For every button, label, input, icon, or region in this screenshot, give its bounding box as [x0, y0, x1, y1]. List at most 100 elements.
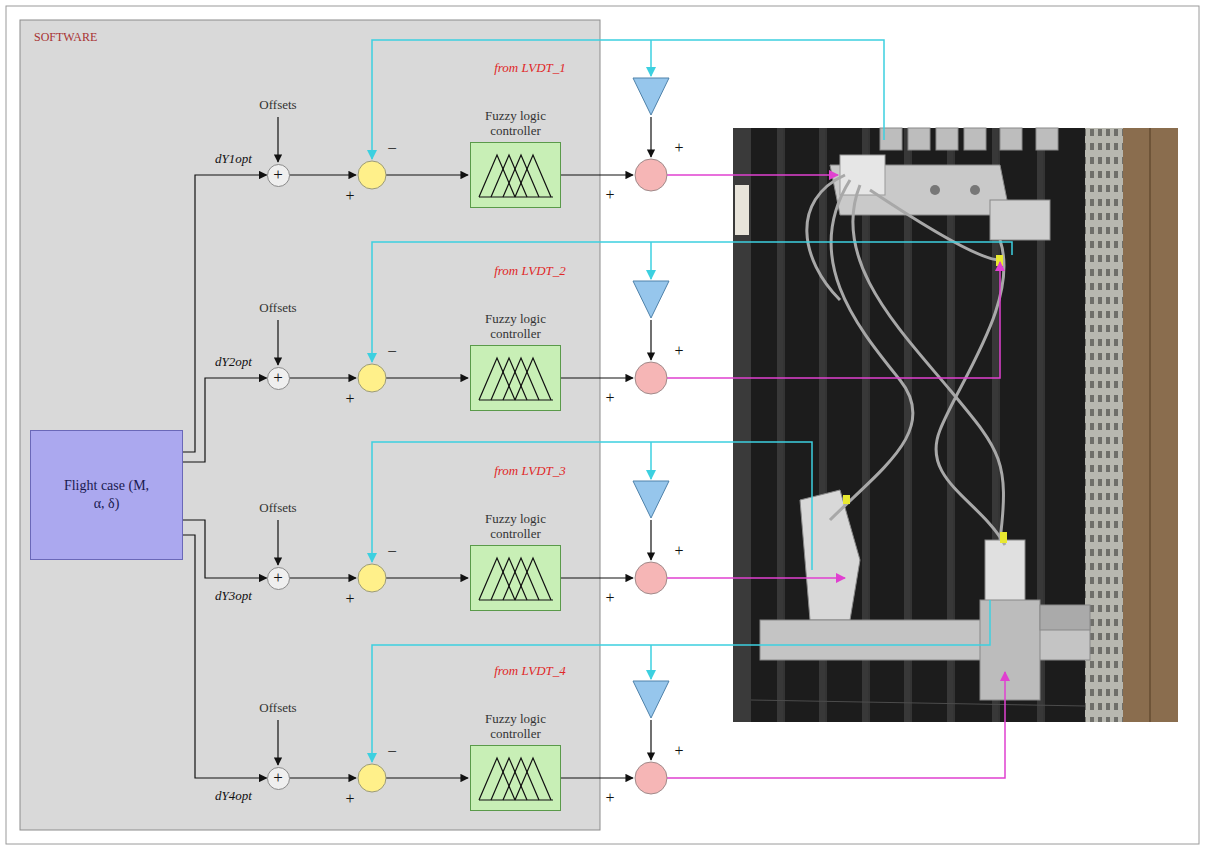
plus-sign: +: [605, 389, 614, 407]
membership-triangle: [515, 358, 551, 400]
bottom-bracket: [980, 600, 1040, 700]
plus-sign: +: [345, 590, 354, 608]
signal-name: dY4opt: [215, 788, 252, 804]
panel-title: SOFTWARE: [34, 30, 97, 45]
signal-name: dY3opt: [215, 588, 252, 604]
fuzzy-logic-controller: Fuzzy logic controller: [460, 108, 571, 208]
membership-triangle: [515, 155, 551, 197]
summing-junction: +: [267, 367, 290, 390]
sensor-source-label: from LVDT_1: [494, 60, 566, 76]
controller-block: [470, 745, 561, 811]
plus-sign: +: [605, 589, 614, 607]
photo-edge: [733, 128, 751, 722]
wooden-frame: [1123, 128, 1178, 722]
signal-connector: [183, 535, 267, 778]
tape-marks: [843, 255, 1007, 543]
plus-sign: +: [674, 742, 683, 760]
plus-sign: +: [674, 542, 683, 560]
plus-sign: +: [273, 369, 283, 386]
summing-junction: +: [267, 164, 290, 187]
controller-block: [470, 345, 561, 411]
baseline: [479, 799, 553, 800]
fuzzy-logic-controller: Fuzzy logic controller: [460, 711, 571, 811]
plus-sign: +: [674, 139, 683, 157]
node-label: Fuzzy logic controller: [460, 311, 571, 341]
membership-triangle: [491, 758, 527, 800]
membership-functions: [471, 346, 560, 410]
plus-sign: +: [345, 790, 354, 808]
software-panel: SOFTWARE Flight case (M, α, δ) + Fuzzy logi…: [20, 20, 600, 830]
plus-sign: +: [273, 166, 283, 183]
minus-sign: −: [387, 342, 397, 362]
perforated-frame: [1085, 128, 1123, 722]
plus-sign: +: [674, 342, 683, 360]
membership-functions: [471, 746, 560, 810]
membership-triangle: [479, 358, 515, 400]
screw: [930, 185, 940, 195]
membership-triangle: [503, 758, 539, 800]
plus-sign: +: [273, 569, 283, 586]
plus-sign: +: [605, 789, 614, 807]
photo-ground: [733, 128, 1178, 722]
input-label: Offsets: [259, 700, 296, 716]
feedback-wires: [372, 40, 1012, 762]
membership-triangle: [515, 758, 551, 800]
membership-triangle: [479, 155, 515, 197]
signal-connector: [183, 175, 267, 452]
lvdt-block: [840, 155, 885, 195]
fuzzy-logic-controller: Fuzzy logic controller: [460, 311, 571, 411]
paper-strip: [735, 185, 749, 235]
membership-triangle: [491, 358, 527, 400]
membership-triangle: [491, 155, 527, 197]
membership-triangle: [479, 758, 515, 800]
controller-block: [470, 545, 561, 611]
node-label: Fuzzy logic controller: [460, 711, 571, 741]
sensor-source-label: from LVDT_2: [494, 263, 566, 279]
input-label: Offsets: [259, 97, 296, 113]
baseline: [479, 599, 553, 600]
flight-case-box: Flight case (M, α, δ): [30, 430, 183, 560]
baseline: [479, 196, 553, 197]
plus-sign: +: [345, 390, 354, 408]
fuzzy-logic-controller: Fuzzy logic controller: [460, 511, 571, 611]
baseline: [479, 399, 553, 400]
plus-sign: +: [273, 769, 283, 786]
summing-junction: +: [267, 567, 290, 590]
summing-junction: +: [267, 767, 290, 790]
bottom-block: [1040, 605, 1090, 630]
sensor-source-label: from LVDT_3: [494, 463, 566, 479]
membership-triangle: [479, 558, 515, 600]
input-label: Offsets: [259, 300, 296, 316]
minus-sign: −: [387, 542, 397, 562]
signal-connector: [183, 378, 267, 462]
input-label: Offsets: [259, 500, 296, 516]
membership-functions: [471, 546, 560, 610]
membership-triangle: [515, 558, 551, 600]
plus-sign: +: [605, 186, 614, 204]
membership-functions: [471, 143, 560, 207]
test-rig-photo: [733, 128, 1178, 722]
sensor-source-label: from LVDT_4: [494, 663, 566, 679]
gain-triangles: [633, 78, 669, 718]
membership-triangle: [503, 155, 539, 197]
right-bracket: [990, 200, 1050, 240]
minus-sign: −: [387, 742, 397, 762]
comparator-circles: [358, 161, 386, 792]
signal-name: dY1opt: [215, 151, 252, 167]
outer-frame: [6, 6, 1199, 844]
membership-triangle: [503, 358, 539, 400]
command-wires: [667, 175, 1005, 778]
cables: [807, 175, 1005, 545]
node-label: Fuzzy logic controller: [460, 511, 571, 541]
node-label: Fuzzy logic controller: [460, 108, 571, 138]
membership-triangle: [503, 558, 539, 600]
actuator: [800, 490, 860, 620]
top-clips: [880, 128, 1058, 150]
screw: [970, 185, 980, 195]
signal-name: dY2opt: [215, 354, 252, 370]
membership-triangle: [491, 558, 527, 600]
plus-sign: +: [345, 187, 354, 205]
